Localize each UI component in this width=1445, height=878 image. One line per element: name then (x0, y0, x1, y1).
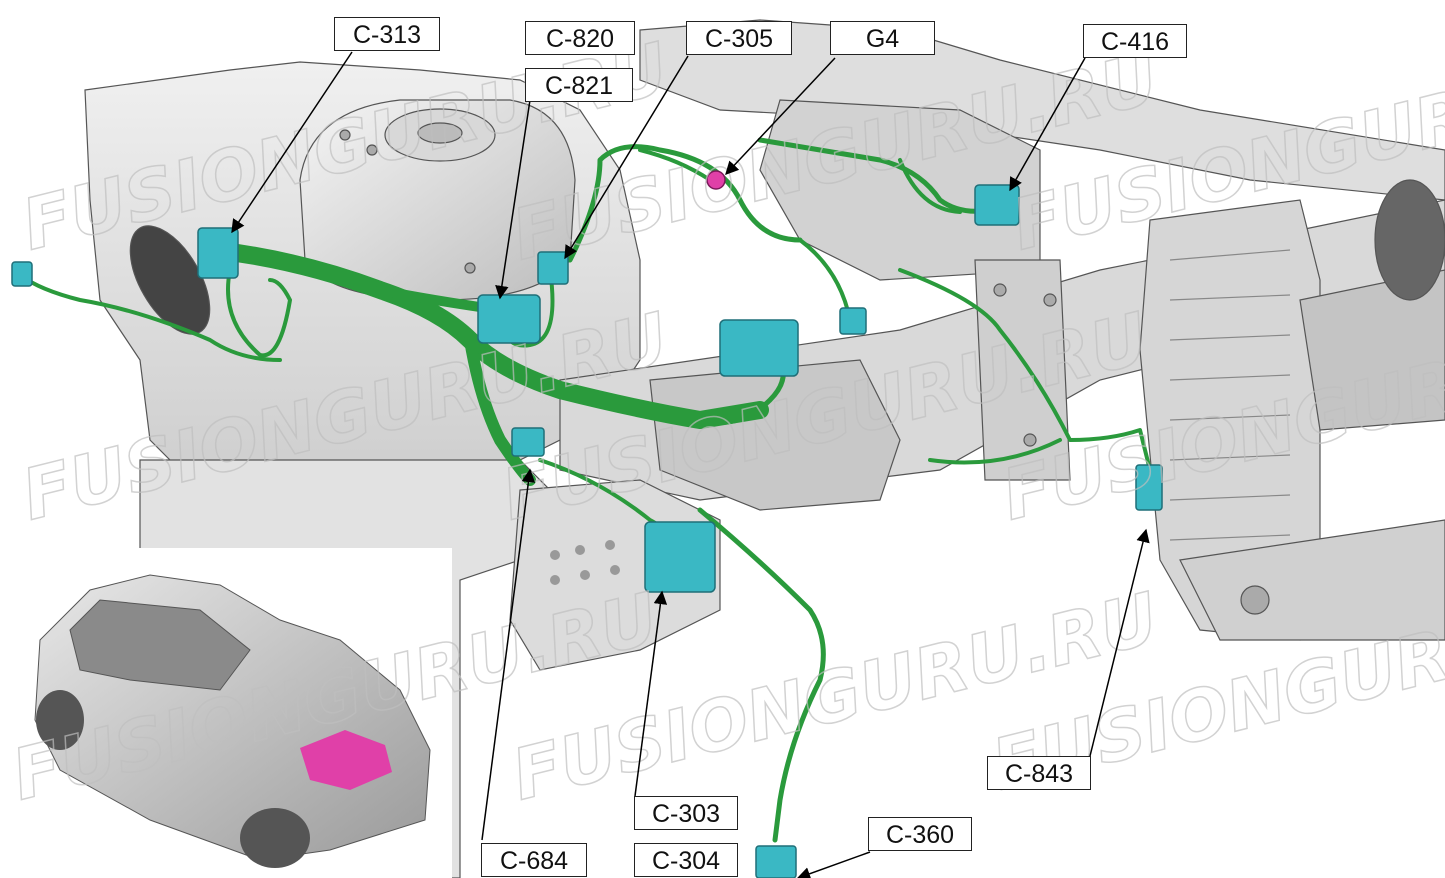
connector-c843 (1135, 464, 1163, 511)
wiring-harness (18, 137, 1152, 843)
leader-g4 (725, 57, 836, 175)
wire-left-loop (226, 268, 292, 358)
label-c821: C-821 (525, 68, 633, 102)
connector-c821 (477, 294, 541, 344)
wire-far-left (18, 273, 282, 362)
wire-upper-loop (567, 144, 803, 263)
label-c305: C-305 (686, 21, 792, 55)
leader-c821 (495, 99, 531, 300)
label-c360: C-360 (868, 817, 972, 851)
connector-c313 (197, 227, 239, 279)
connector-c820 (719, 319, 799, 377)
abs-ports (550, 540, 620, 585)
label-c304: C-304 (634, 843, 738, 877)
connectors (11, 184, 1163, 878)
inset-car-windows (69, 599, 251, 691)
inset-front-wheel (240, 808, 310, 868)
inset-rear-wheel (36, 690, 84, 750)
connector-c684 (511, 427, 545, 457)
vehicle-locator-inset (0, 548, 452, 878)
engine-tray (649, 359, 901, 511)
label-g4: G4 (830, 21, 935, 55)
inset-engine-highlight (300, 730, 392, 790)
label-c684: C-684 (481, 843, 587, 877)
label-c303: C-303 (634, 796, 738, 830)
label-c843: C-843 (987, 756, 1091, 790)
wire-lower-right (928, 438, 1062, 465)
connector-mid (839, 307, 867, 335)
leader-c305 (564, 55, 689, 260)
left-lamp-housing (129, 225, 211, 335)
battery-tray (759, 99, 1041, 281)
radiator-support-ribs (1169, 249, 1291, 541)
connector-c304 (755, 845, 797, 878)
label-c820: C-820 (525, 21, 635, 55)
connector-c416 (974, 184, 1020, 226)
mount-bolts (339, 129, 1270, 615)
connector-c303 (644, 521, 716, 593)
leader-c303 (634, 590, 668, 797)
leader-c843 (1089, 528, 1150, 757)
leader-c313 (231, 51, 353, 234)
leader-lines (231, 51, 1150, 878)
wire-to-c416 (898, 158, 962, 214)
leader-c684 (481, 468, 536, 841)
harness-branch-down (464, 334, 536, 486)
wire-to-c843 (898, 268, 1152, 472)
wire-top-module (757, 137, 993, 214)
watermarks: FUSIONGURU.RU FUSIONGURU.RU FUSIONGURU.R… (4, 26, 1445, 817)
label-c313: C-313 (334, 17, 440, 51)
front-crash-bracket (974, 259, 1071, 481)
label-c416: C-416 (1083, 24, 1187, 58)
ground-point-g4 (706, 170, 726, 190)
strut-mount-center (417, 122, 463, 144)
connector-c305 (537, 251, 569, 285)
right-headlamp (1374, 179, 1445, 301)
wire-to-g4 (638, 148, 712, 182)
leader-c360 (796, 851, 871, 878)
leader-c416 (1009, 57, 1086, 192)
connector-left-lamp (11, 261, 33, 287)
wire-down-to-c304 (697, 507, 826, 843)
ground-terminal-g4 (706, 170, 726, 190)
